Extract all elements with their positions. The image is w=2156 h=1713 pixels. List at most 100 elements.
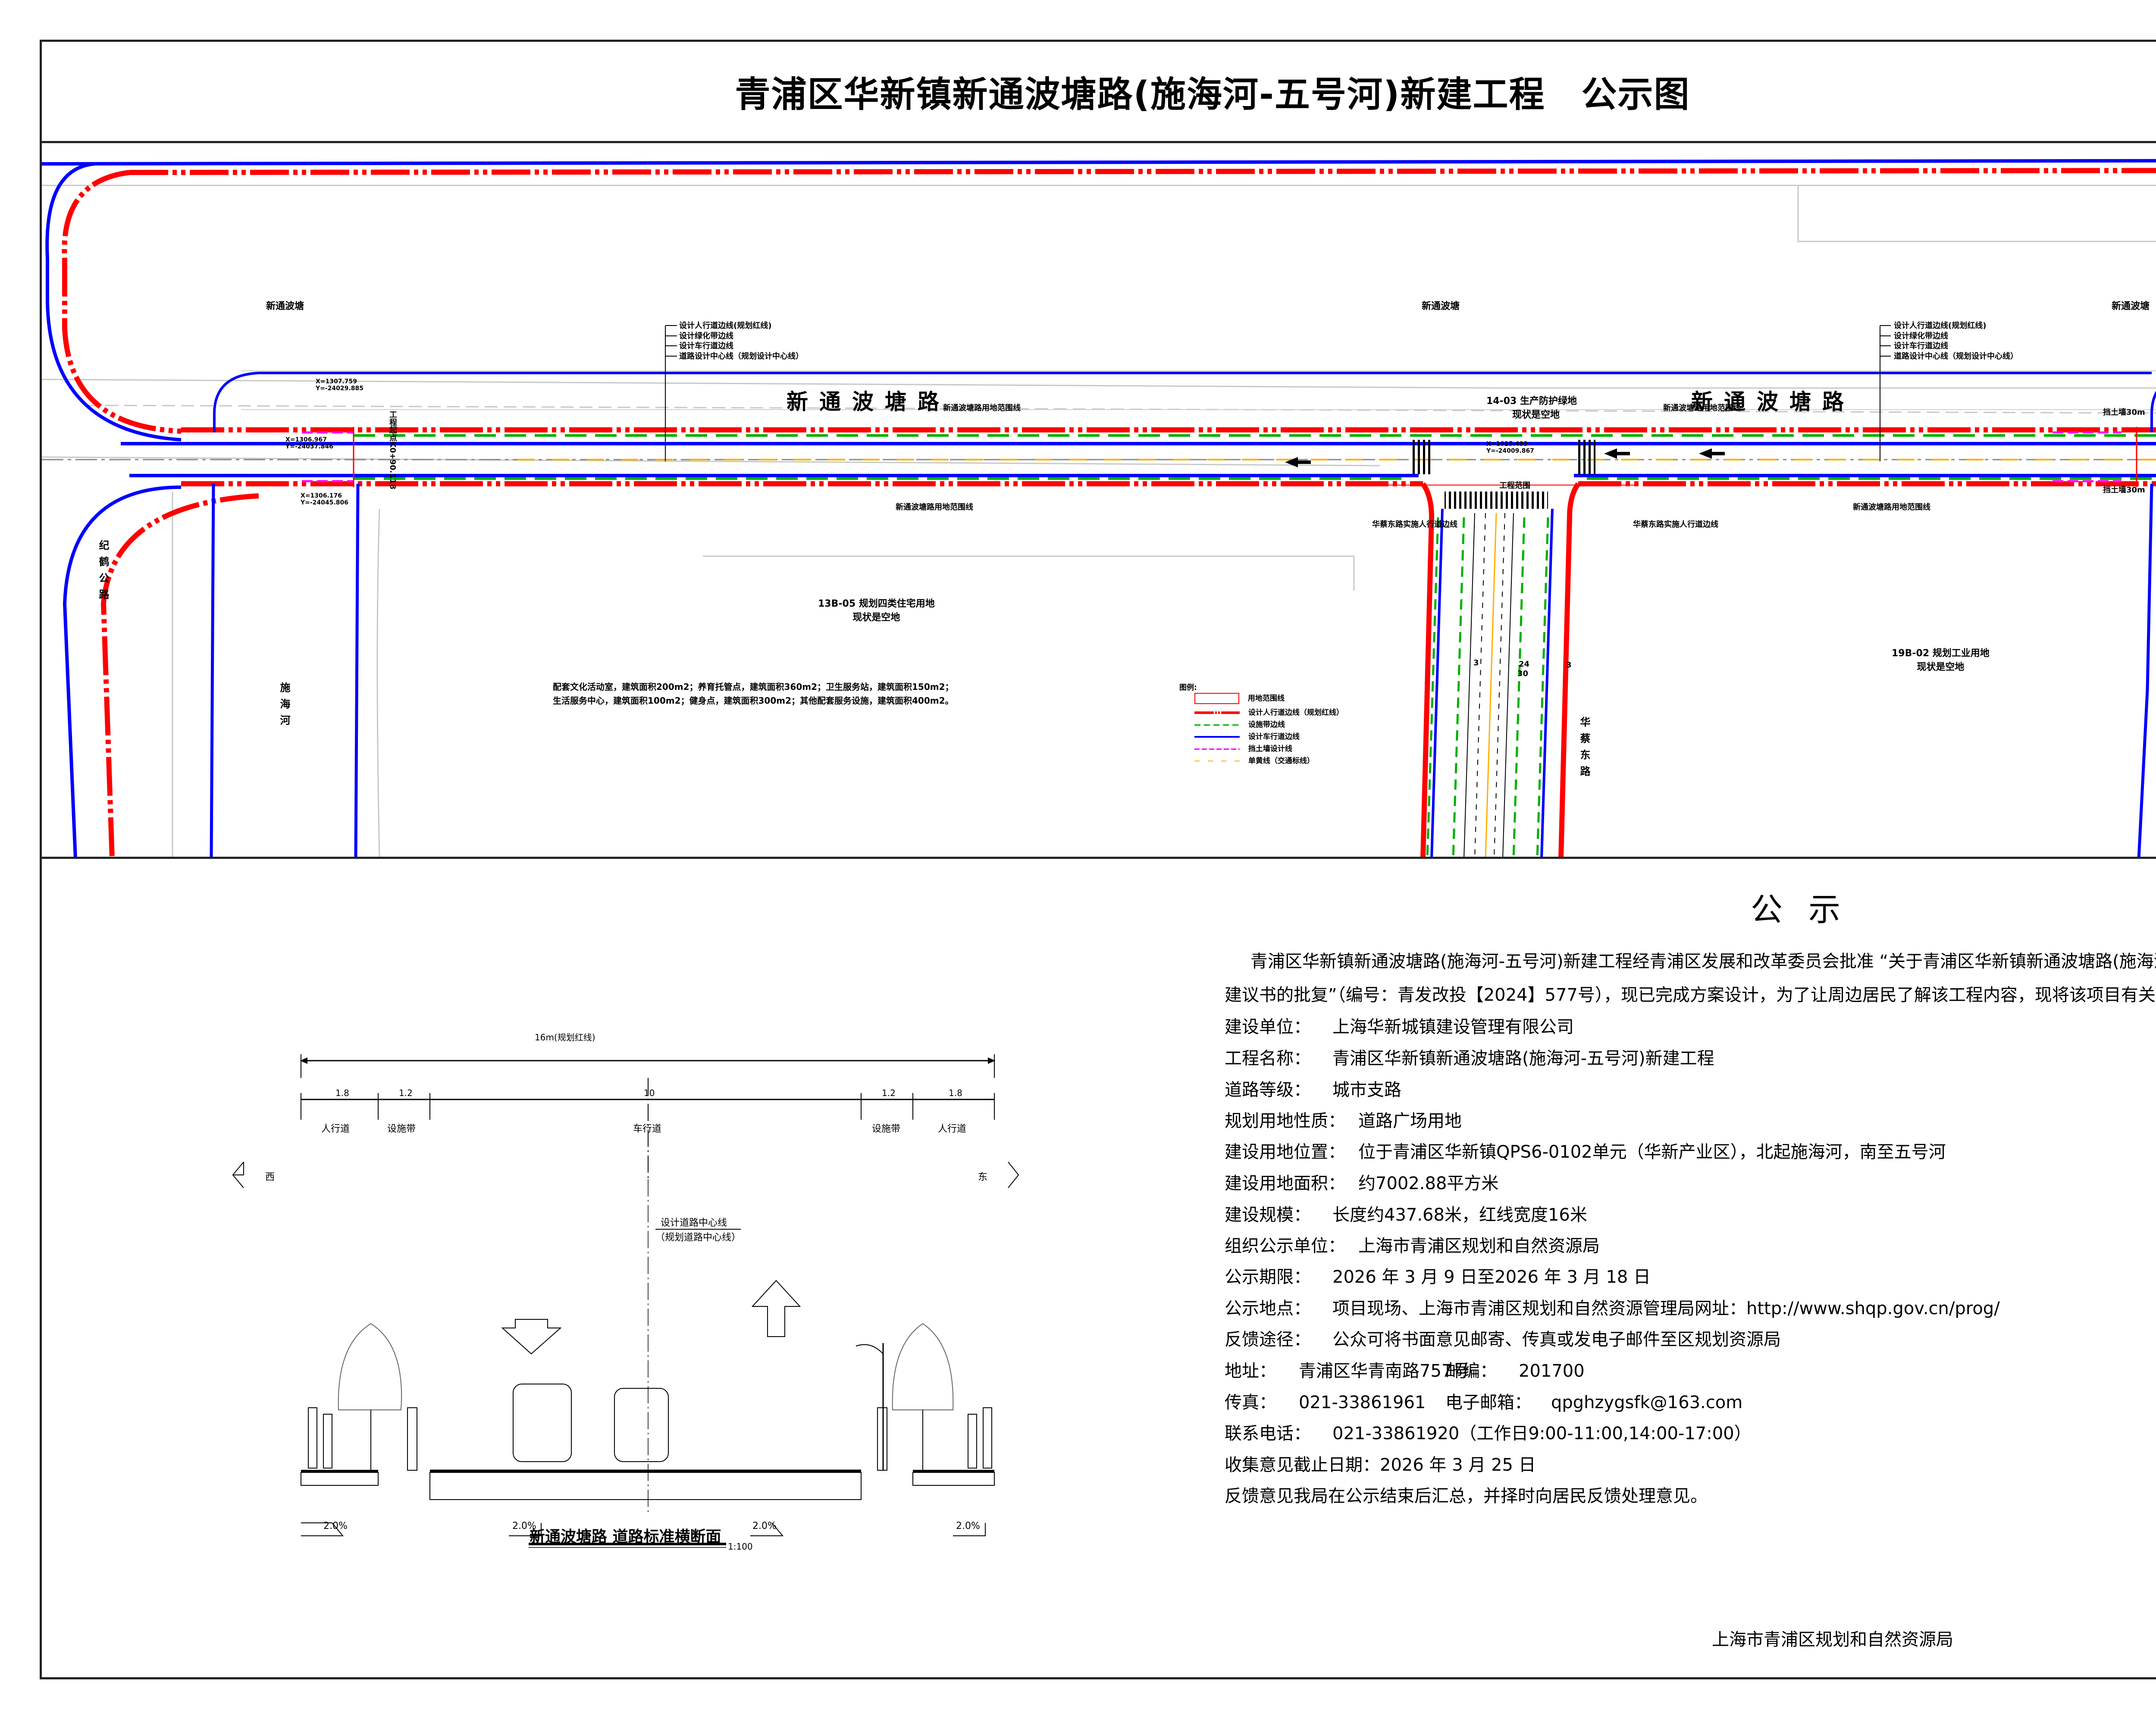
section-caption: 新通波塘路 道路标准横断面 xyxy=(530,1528,721,1546)
callout-line: 设计人行道边线(规划红线) xyxy=(679,321,772,330)
start-point-label: 工程起点K0+90.118 xyxy=(388,410,397,490)
sidewalk-label-west: 华蔡东路实施人行道边线 xyxy=(1372,520,1457,529)
drawing-frame xyxy=(40,40,2156,1679)
callout-line: 设计绿化带边线 xyxy=(1894,331,1948,341)
section-scale: 1:100 xyxy=(728,1541,753,1552)
row-label: 收集意见截止日期： xyxy=(1225,1455,1380,1475)
row-label: 电子邮箱： xyxy=(1445,1393,1532,1412)
notice-row-project-name: 工程名称：青浦区华新镇新通波塘路(施海河-五号河)新建工程 xyxy=(1225,1050,1714,1067)
notice-row-road-grade: 道路等级：城市支路 xyxy=(1225,1081,1401,1099)
notice-row-venue: 公示地点： 项目现场、上海市青浦区规划和自然资源管理局网址：http://www.… xyxy=(1225,1300,2000,1317)
coord-x: X=1306.967 xyxy=(285,436,327,443)
dim-side-west: 3 xyxy=(1473,658,1479,667)
legend-label: 单黄线（交通标线） xyxy=(1248,757,1314,765)
dim-carriage: 24 xyxy=(1519,660,1530,669)
jihe-road-label: 纪鹤公路 xyxy=(97,540,109,605)
callout-line: 道路设计中心线（规划设计中心线） xyxy=(679,351,803,361)
legend-swatch-magenta-dashed xyxy=(1194,748,1240,750)
main-road-label-east: 新通波塘路 xyxy=(1691,389,1855,414)
legend-item-land-boundary: 用地范围线 xyxy=(1160,692,1285,704)
coord-x: X=1306.176 xyxy=(301,492,342,499)
centerline-label-1: 设计道路中心线 xyxy=(661,1218,727,1228)
existing-road-label-1: 新通波塘 xyxy=(266,301,304,312)
legend-swatch-dashdot xyxy=(1194,711,1240,714)
row-value[interactable]: 项目现场、上海市青浦区规划和自然资源管理局网址：http://www.shqp.… xyxy=(1332,1299,2000,1318)
row-value: 长度约437.68米，红线宽度16米 xyxy=(1332,1205,1587,1225)
dim-side-east: 3 xyxy=(1566,661,1572,670)
row-label: 建设用地位置： xyxy=(1225,1142,1345,1162)
title-band: 青浦区华新镇新通波塘路(施海河-五号河)新建工程 公示图 xyxy=(40,40,2156,143)
plan-view: 新通波塘路 新通波塘路 新通波塘 新通波塘 新通波塘 纪鹤公路 施海河 五号河 … xyxy=(42,143,2156,859)
callout-line: 设计绿化带边线 xyxy=(679,331,733,341)
legend-swatch-box xyxy=(1194,693,1239,704)
address-value: 青浦区华青南路757号 xyxy=(1299,1361,1470,1381)
segment-width: 1.8 xyxy=(335,1088,349,1098)
retaining-wall-label-south: 挡土墙30m xyxy=(2103,485,2145,495)
facilities-note-line-2: 生活服务中心，建筑面积100m2；健身点，建筑面积300m2；其他配套服务设施，… xyxy=(553,695,954,706)
row-label: 传真： xyxy=(1225,1393,1276,1412)
row-label: 公示地点： xyxy=(1225,1299,1311,1318)
shihai-river-label: 施海河 xyxy=(278,682,290,731)
cross-section: 16m(规划红线) 1.8 1.2 10 1.2 1.8 人行道 设施带 车行道… xyxy=(216,1013,1035,1574)
coord-y: Y=-24037.846 xyxy=(285,443,333,450)
existing-road-label-2: 新通波塘 xyxy=(1422,301,1460,312)
row-label: 公示期限： xyxy=(1225,1267,1311,1287)
notice-row-period: 公示期限：2026 年 3 月 9 日至2026 年 3 月 18 日 xyxy=(1225,1268,1651,1286)
row-value: 上海华新城镇建设管理有限公司 xyxy=(1332,1017,1574,1037)
legend-label: 用地范围线 xyxy=(1247,694,1285,703)
notice-heading: 公示 xyxy=(1751,891,1866,928)
row-value: 上海市青浦区规划和自然资源局 xyxy=(1358,1236,1600,1256)
notice-row-area: 建设用地面积：约7002.88平方米 xyxy=(1225,1175,1498,1192)
postcode-value: 201700 xyxy=(1519,1361,1585,1381)
land-boundary-label-south-east: 新通波塘路用地范围线 xyxy=(1853,503,1930,512)
notice-row-deadline: 收集意见截止日期：2026 年 3 月 25 日 xyxy=(1225,1456,1536,1474)
parcel-code: 14-03 生产防护绿地 xyxy=(1486,396,1577,407)
slope-label: 2.0% xyxy=(752,1521,777,1531)
notice-closing: 反馈意见我局在公示结束后汇总，并择时向居民反馈处理意见。 xyxy=(1225,1486,1708,1506)
legend-item-facility-band: 设施带边线 xyxy=(1160,718,1285,729)
coord-y: Y=-24029.885 xyxy=(316,385,364,392)
notice-row-organizer: 组织公示单位：上海市青浦区规划和自然资源局 xyxy=(1225,1237,1600,1255)
parcel-19b-02: 19B-02 规划工业用地 现状是空地 xyxy=(1892,645,1990,673)
coord-x: X=1025.493 xyxy=(1486,441,1528,448)
land-boundary-label-east: 新通波塘路用地范围线 xyxy=(1663,404,1741,413)
slope-label: 2.0% xyxy=(956,1521,980,1531)
email-value[interactable]: qpghzygsfk@163.com xyxy=(1551,1393,1743,1412)
parcel-status: 现状是空地 xyxy=(852,612,900,623)
segment-label: 人行道 xyxy=(321,1124,350,1134)
centerline-label-2: （规划道路中心线） xyxy=(655,1229,741,1243)
segment-width: 1.2 xyxy=(882,1088,896,1098)
parcel-code: 19B-02 规划工业用地 xyxy=(1892,648,1990,659)
segment-width: 1.2 xyxy=(399,1088,413,1098)
row-label: 反馈途径： xyxy=(1225,1330,1311,1350)
notice-row-scale: 建设规模：长度约437.68米，红线宽度16米 xyxy=(1225,1206,1587,1224)
parcel-14-03: 14-03 生产防护绿地 现状是空地 xyxy=(1486,393,1577,421)
retaining-wall-label-north: 挡土墙30m xyxy=(2103,408,2145,417)
row-label: 工程名称： xyxy=(1225,1049,1311,1068)
segment-width: 1.8 xyxy=(949,1088,962,1098)
legend-label: 设计车行道边线 xyxy=(1248,733,1300,741)
legend-item-yellow-line: 单黄线（交通标线） xyxy=(1160,755,1314,765)
legend-swatch-blue-solid xyxy=(1194,736,1240,738)
slope-label: 2.0% xyxy=(512,1521,536,1531)
legend-item-carriageway: 设计车行道边线 xyxy=(1160,730,1300,741)
notice-signature: 上海市青浦区规划和自然资源局 xyxy=(1712,1630,1953,1650)
west-direction-label: 西 xyxy=(265,1172,275,1183)
coord-x: X=1307.759 xyxy=(316,378,357,385)
legend-label: 设施带边线 xyxy=(1248,720,1285,729)
notice-row-phone: 联系电话：021-33861920（工作日9:00-11:00,14:00-17… xyxy=(1225,1425,1752,1442)
row-label: 邮编： xyxy=(1445,1361,1497,1381)
callout-line: 设计人行道边线(规划红线) xyxy=(1894,321,1987,330)
row-label: 建设单位： xyxy=(1225,1017,1311,1037)
legend-title: 图例: xyxy=(1179,683,1197,692)
notice-row-location: 建设用地位置：位于青浦区华新镇QPS6-0102单元（华新产业区），北起施海河，… xyxy=(1225,1143,1946,1161)
facilities-note: 配套文化活动室，建筑面积200m2；养育托管点，建筑面积360m2；卫生服务站，… xyxy=(553,680,954,708)
page-title: 青浦区华新镇新通波塘路(施海河-五号河)新建工程 公示图 xyxy=(735,74,1690,115)
green-band-hatching xyxy=(241,370,2156,410)
parcel-status: 现状是空地 xyxy=(1917,662,1965,673)
crosswalk xyxy=(1445,492,1548,509)
legend-swatch-green-dashed xyxy=(1194,724,1240,726)
